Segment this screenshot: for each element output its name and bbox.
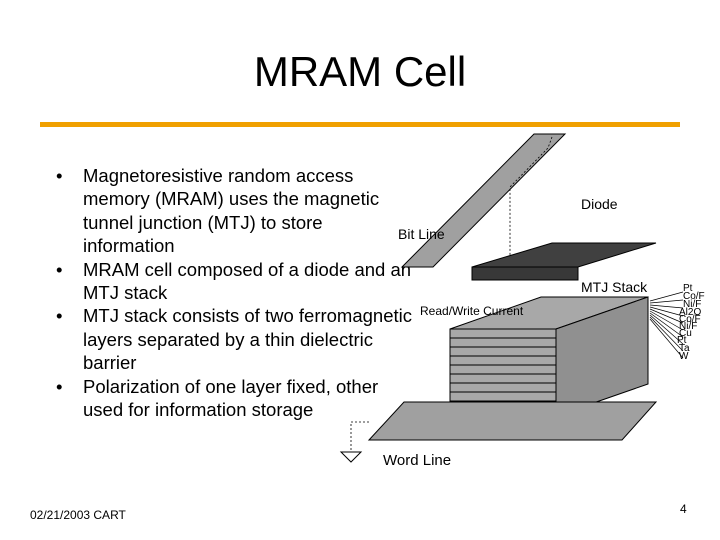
layer-label: Cu bbox=[679, 328, 692, 339]
bullet-item: • MRAM cell composed of a diode and an MT… bbox=[56, 258, 416, 305]
bullet-item: • Polarization of one layer fixed, other … bbox=[56, 375, 416, 422]
ground-icon bbox=[339, 451, 363, 463]
diode-label: Diode bbox=[581, 196, 618, 212]
layer-label: Co/F bbox=[683, 291, 705, 302]
slide-title: MRAM Cell bbox=[253, 48, 467, 95]
bullet-list: • Magnetoresistive random access memory (… bbox=[56, 164, 416, 421]
page-number: 4 bbox=[680, 502, 687, 516]
bullet-text: Magnetoresistive random access memory (M… bbox=[83, 165, 380, 257]
bit-line-shape bbox=[400, 133, 567, 268]
bullet-dot: • bbox=[56, 165, 63, 186]
current-path bbox=[509, 136, 553, 267]
bullet-text: Polarization of one layer fixed, other u… bbox=[83, 375, 379, 421]
layer-label: Ni/F bbox=[683, 299, 702, 310]
read-write-current-label: Read/Write Current bbox=[420, 304, 524, 318]
bullet-text: MRAM cell composed of a diode and an MTJ… bbox=[83, 258, 412, 304]
layer-label: Pt bbox=[683, 283, 693, 294]
bullet-text: MTJ stack consists of two ferromagnetic … bbox=[83, 305, 412, 374]
mtj-stack-label: MTJ Stack bbox=[581, 279, 648, 295]
ground-wire bbox=[350, 421, 369, 450]
mtj-stack bbox=[449, 296, 649, 417]
bullet-item: • MTJ stack consists of two ferromagnetic… bbox=[56, 304, 416, 374]
layer-label: Pt bbox=[677, 335, 687, 346]
layer-label: Ni/F bbox=[679, 321, 698, 332]
layer-leader-lines bbox=[649, 291, 684, 359]
layer-label: Co/F bbox=[679, 314, 701, 325]
diode-shape-front bbox=[471, 266, 579, 281]
layer-label: Al2O bbox=[679, 307, 702, 318]
bit-line-label: Bit Line bbox=[398, 226, 445, 242]
footer-date: 02/21/2003 CART bbox=[30, 508, 126, 522]
layer-label: Ta bbox=[679, 343, 690, 354]
title-underline bbox=[40, 122, 680, 127]
bullet-dot: • bbox=[56, 375, 63, 397]
layer-label: W bbox=[679, 351, 689, 362]
bullet-dot: • bbox=[56, 305, 63, 327]
word-line-label: Word Line bbox=[383, 452, 452, 469]
bullet-item: • Magnetoresistive random access memory (… bbox=[56, 164, 416, 258]
word-line-shape bbox=[367, 401, 658, 441]
bullet-dot: • bbox=[56, 258, 63, 280]
diode-shape bbox=[471, 242, 657, 268]
